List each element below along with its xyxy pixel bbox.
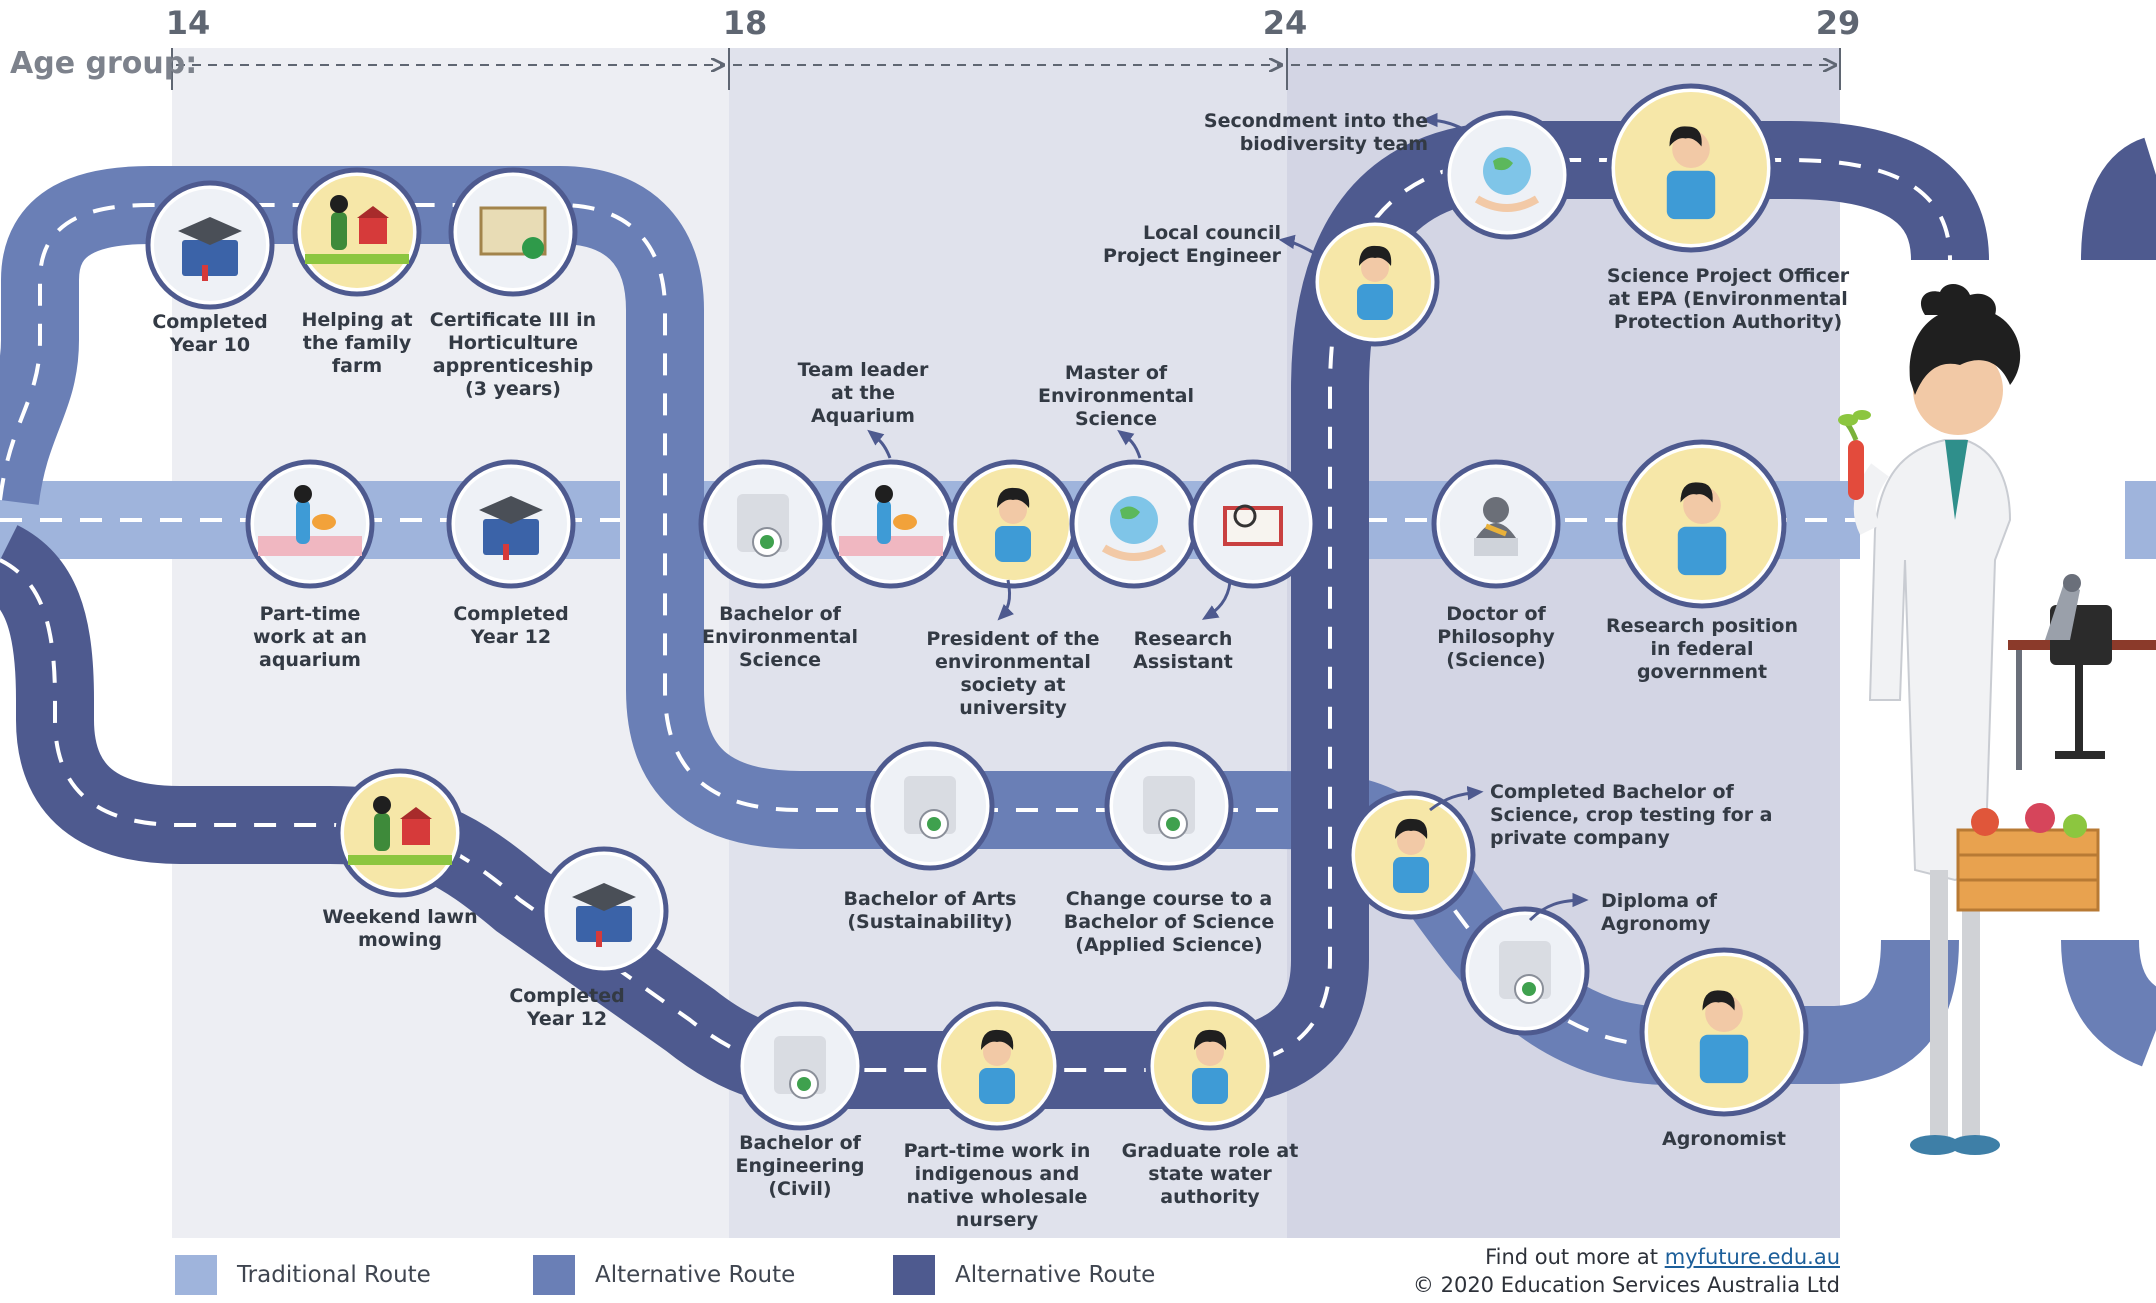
age-14: 14 — [165, 4, 211, 42]
label-completed-year-12-top: Completed Year 12 — [453, 603, 569, 648]
icon-bachelor-science-crop-testing-person-icon — [1346, 790, 1476, 920]
icon-helping-family-farm-farm-icon — [292, 167, 422, 297]
icon-research-assistant-book-icon — [1188, 459, 1318, 589]
icon-part-time-nursery-person-icon — [932, 1001, 1062, 1131]
label-science-project-officer-epa: Science Project Officer at EPA (Environm… — [1606, 265, 1850, 333]
label-research-assistant: Research Assistant — [1133, 628, 1233, 673]
label-bachelor-engineering: Bachelor of Engineering (Civil) — [735, 1132, 865, 1200]
icon-master-env-science-globe-icon — [1069, 459, 1199, 589]
icon-president-env-society-person-icon — [948, 459, 1078, 589]
legend-label-traditional: Traditional Route — [237, 1262, 431, 1288]
label-helping-family-farm: Helping at the family farm — [301, 309, 413, 377]
label-graduate-water-authority: Graduate role at state water authority — [1121, 1140, 1299, 1208]
footer-copyright: © 2020 Education Services Australia Ltd — [1412, 1273, 1840, 1297]
icon-bachelor-engineering-scroll-icon — [735, 1001, 865, 1131]
legend-swatch-alternative-2 — [893, 1255, 935, 1295]
legend-swatch-traditional — [175, 1255, 217, 1295]
legend-label-alternative-1: Alternative Route — [595, 1262, 796, 1288]
icon-local-council-engineer-person-icon — [1310, 217, 1440, 347]
icon-research-federal-government-person-icon — [1617, 439, 1787, 609]
icon-agronomist-person-icon — [1639, 947, 1809, 1117]
legend-alternative-1: Alternative Route — [533, 1255, 795, 1295]
label-weekend-lawn-mowing: Weekend lawn mowing — [322, 906, 478, 951]
callout-arrows — [867, 112, 1589, 922]
label-local-council-engineer: Local council Project Engineer — [1103, 222, 1281, 267]
scientist-illustration — [1838, 284, 2156, 1155]
footer-link[interactable]: myfuture.edu.au — [1664, 1245, 1840, 1269]
legend-swatch-alternative-1 — [533, 1255, 575, 1295]
label-certificate-iii: Certificate III in Horticulture apprenti… — [429, 309, 597, 400]
legend-traditional: Traditional Route — [175, 1255, 431, 1295]
icon-change-course-scroll-icon — [1104, 741, 1234, 871]
label-change-course: Change course to a Bachelor of Science (… — [1063, 888, 1275, 956]
label-doctor-philosophy: Doctor of Philosophy (Science) — [1437, 603, 1555, 671]
icon-team-leader-aquarium-fish-icon — [826, 459, 956, 589]
milestone-icons — [145, 83, 1809, 1131]
footer-find-out-more-text: Find out more at — [1485, 1245, 1665, 1269]
icon-diploma-agronomy-scroll-icon — [1460, 906, 1590, 1036]
icon-graduate-water-authority-person-icon — [1145, 1001, 1275, 1131]
icon-bachelor-arts-sustainability-scroll-icon — [865, 741, 995, 871]
age-18: 18 — [722, 4, 768, 42]
age-24: 24 — [1262, 4, 1308, 42]
label-bachelor-science-crop-testing: Completed Bachelor of Science, crop test… — [1490, 781, 1773, 849]
icon-completed-year-12-bottom-cap-icon — [539, 846, 669, 976]
icon-part-time-aquarium-fish-icon — [245, 459, 375, 589]
label-secondment-biodiversity: Secondment into the biodiversity team — [1203, 110, 1429, 155]
icon-completed-year-12-top-cap-icon — [446, 459, 576, 589]
label-part-time-nursery: Part-time work in indigenous and native … — [903, 1140, 1091, 1231]
label-agronomist: Agronomist — [1661, 1128, 1787, 1150]
label-bachelor-env-science: Bachelor of Environmental Science — [702, 603, 858, 671]
icon-science-project-officer-epa-person-icon — [1606, 83, 1776, 253]
icon-weekend-lawn-mowing-farm-icon — [335, 768, 465, 898]
label-team-leader-aquarium: Team leader at the Aquarium — [797, 359, 929, 427]
label-research-federal-government: Research position in federal government — [1606, 615, 1798, 683]
label-bachelor-arts-sustainability: Bachelor of Arts (Sustainability) — [843, 888, 1017, 933]
label-president-env-society: President of the environmental society a… — [926, 628, 1100, 719]
icon-secondment-biodiversity-globe-icon — [1442, 110, 1572, 240]
label-master-env-science: Master of Environmental Science — [1038, 362, 1194, 430]
icon-completed-year-10-cap-icon — [145, 180, 275, 310]
legend-label-alternative-2: Alternative Route — [955, 1262, 1156, 1288]
label-completed-year-10: Completed Year 10 — [152, 311, 268, 356]
label-part-time-aquarium: Part-time work at an aquarium — [252, 603, 368, 671]
age-29: 29 — [1815, 4, 1861, 42]
legend-alternative-2: Alternative Route — [893, 1255, 1155, 1295]
label-completed-year-12-bottom: Completed Year 12 — [509, 985, 625, 1030]
icon-certificate-iii-cert-icon — [448, 167, 578, 297]
age-dividers — [171, 48, 1841, 90]
age-group-label: Age group: — [10, 46, 198, 81]
icon-doctor-philosophy-bust-icon — [1431, 459, 1561, 589]
footer-find-out-more: Find out more at myfuture.edu.au — [1485, 1245, 1840, 1269]
icon-bachelor-env-science-scroll-icon — [698, 459, 828, 589]
label-diploma-agronomy: Diploma of Agronomy — [1601, 890, 1718, 935]
